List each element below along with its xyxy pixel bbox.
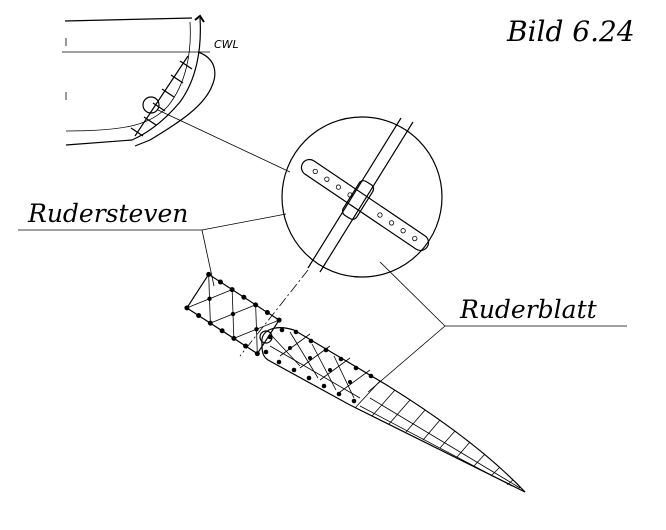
rudder-post-section [184,271,282,357]
waterline-label: CWL [214,38,239,51]
rudder-blade-label: Ruderblatt [459,295,598,324]
figure-caption: Bild 6.24 [506,15,635,48]
stern-profile: CWL [62,14,239,147]
detail-marker [142,96,160,114]
detail-circle [281,116,443,278]
rudder-blade-section [261,327,526,493]
rudder-post-label: Rudersteven [27,199,188,228]
